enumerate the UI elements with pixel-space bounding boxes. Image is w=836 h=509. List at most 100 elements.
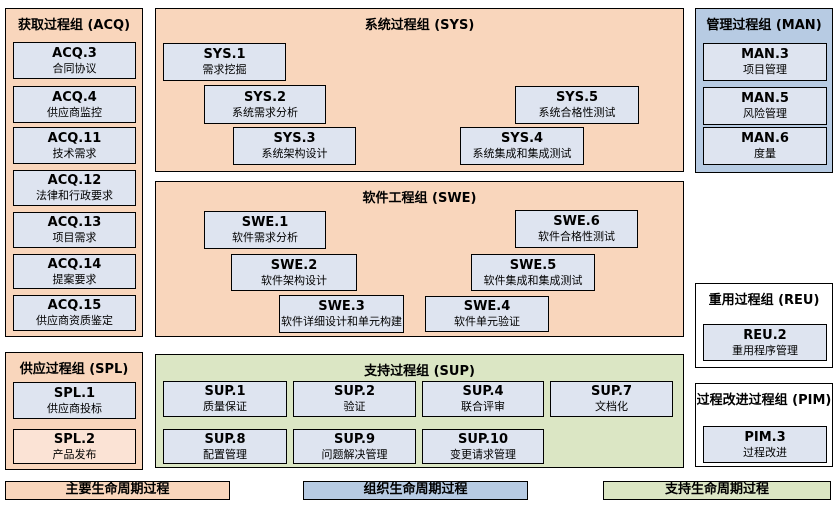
process-id: SYS.2	[243, 89, 287, 105]
process-id: ACQ.11	[47, 130, 102, 146]
process-id: SWE.3	[318, 299, 365, 314]
process-acq-15: ACQ.15 供应商资质鉴定	[13, 295, 136, 331]
process-name: 软件详细设计和单元构建	[281, 315, 402, 329]
process-name: 文档化	[595, 400, 628, 414]
process-swe-5: SWE.5 软件集成和集成测试	[471, 254, 595, 291]
group-sup-title: 支持过程组 (SUP)	[364, 364, 475, 379]
process-name: 系统需求分析	[232, 105, 298, 119]
process-name: 软件架构设计	[261, 273, 327, 287]
process-name: 供应商监控	[47, 105, 102, 119]
group-man: 管理过程组 (MAN) MAN.3 项目管理 MAN.5 风险管理 MAN.6 …	[695, 8, 833, 173]
process-swe-4: SWE.4 软件单元验证	[425, 296, 549, 332]
legend-organizational-lifecycle: 组织生命周期过程	[303, 481, 528, 500]
process-sup-9: SUP.9 问题解决管理	[293, 429, 416, 464]
process-name: 软件合格性测试	[538, 230, 615, 244]
process-sup-2: SUP.2 验证	[293, 381, 416, 417]
process-id: SYS.3	[273, 131, 316, 146]
process-id: SUP.2	[333, 384, 376, 399]
legend-supporting-lifecycle: 支持生命周期过程	[603, 481, 831, 500]
process-id: PIM.3	[744, 429, 786, 445]
process-id: SPL.1	[53, 385, 96, 401]
process-swe-2: SWE.2 软件架构设计	[231, 254, 357, 291]
process-name: 联合评审	[461, 400, 505, 414]
process-id: SUP.7	[590, 384, 633, 399]
process-name: 配置管理	[203, 447, 247, 461]
process-id: SWE.1	[241, 215, 289, 230]
process-id: SUP.1	[204, 384, 246, 399]
process-id: SPL.2	[53, 431, 96, 447]
process-name: 重用程序管理	[732, 343, 798, 357]
process-name: 技术需求	[52, 146, 97, 160]
process-id: SWE.2	[270, 257, 318, 273]
process-name: 软件集成和集成测试	[483, 273, 583, 287]
process-name: 度量	[754, 147, 776, 161]
group-spl-title: 供应过程组 (SPL)	[19, 362, 129, 377]
process-name: 问题解决管理	[321, 447, 388, 461]
process-name: 系统合格性测试	[538, 106, 616, 120]
process-id: SYS.4	[500, 131, 544, 146]
process-name: 法律和行政要求	[36, 189, 113, 203]
process-id: SUP.8	[204, 431, 246, 447]
process-sup-10: SUP.10 变更请求管理	[422, 429, 544, 464]
group-pim-title: 过程改进过程组 (PIM)	[696, 393, 832, 408]
process-name: 过程改进	[743, 445, 787, 459]
process-sup-1: SUP.1 质量保证	[163, 381, 287, 417]
process-name: 系统集成和集成测试	[472, 147, 572, 161]
process-reu-2: REU.2 重用程序管理	[703, 324, 827, 361]
process-id: SWE.5	[509, 257, 557, 273]
process-name: 系统架构设计	[261, 147, 328, 161]
process-sup-7: SUP.7 文档化	[550, 381, 673, 417]
process-name: 软件单元验证	[454, 315, 520, 329]
process-name: 验证	[343, 400, 366, 414]
process-id: SUP.9	[333, 431, 376, 447]
process-sys-4: SYS.4 系统集成和集成测试	[460, 127, 584, 165]
process-id: ACQ.15	[47, 298, 102, 313]
group-sys: 系统过程组 (SYS) SYS.1 需求挖掘 SYS.2 系统需求分析 SYS.…	[155, 8, 684, 172]
process-id: ACQ.12	[47, 173, 102, 188]
process-acq-12: ACQ.12 法律和行政要求	[13, 170, 136, 206]
process-sys-1: SYS.1 需求挖掘	[163, 43, 286, 81]
group-swe-title: 软件工程组 (SWE)	[362, 191, 477, 206]
process-name: 提案要求	[52, 272, 97, 286]
process-id: MAN.5	[741, 91, 789, 106]
process-id: REU.2	[743, 327, 787, 343]
process-swe-6: SWE.6 软件合格性测试	[515, 210, 638, 248]
process-spl-2: SPL.2 产品发布	[13, 429, 136, 464]
process-spl-1: SPL.1 供应商投标	[13, 382, 136, 419]
process-name: 质量保证	[203, 400, 247, 414]
process-acq-13: ACQ.13 项目需求	[13, 212, 136, 248]
process-man-3: MAN.3 项目管理	[703, 43, 827, 81]
process-id: SUP.10	[457, 431, 509, 447]
group-reu: 重用过程组 (REU) REU.2 重用程序管理	[695, 283, 833, 368]
process-id: ACQ.14	[47, 256, 102, 272]
process-name: 产品发布	[52, 447, 97, 461]
process-id: ACQ.13	[47, 215, 102, 230]
process-id: MAN.6	[741, 131, 789, 146]
process-name: 风险管理	[743, 107, 787, 121]
process-name: 供应商资质鉴定	[36, 314, 113, 328]
process-id: SUP.4	[462, 384, 504, 399]
process-name: 变更请求管理	[450, 447, 516, 461]
process-id: SYS.1	[203, 47, 246, 62]
process-sup-4: SUP.4 联合评审	[422, 381, 544, 417]
group-acq: 获取过程组 (ACQ) ACQ.3 合同协议 ACQ.4 供应商监控 ACQ.1…	[5, 8, 143, 337]
process-sys-2: SYS.2 系统需求分析	[204, 85, 326, 124]
process-sys-3: SYS.3 系统架构设计	[233, 127, 356, 165]
process-id: MAN.3	[741, 47, 789, 62]
process-pim-3: PIM.3 过程改进	[703, 426, 827, 463]
group-acq-title: 获取过程组 (ACQ)	[17, 18, 131, 33]
process-swe-1: SWE.1 软件需求分析	[204, 211, 326, 249]
process-name: 项目管理	[743, 63, 787, 77]
group-man-title: 管理过程组 (MAN)	[706, 18, 822, 33]
group-spl: 供应过程组 (SPL) SPL.1 供应商投标 SPL.2 产品发布	[5, 352, 143, 470]
process-id: SWE.6	[553, 214, 600, 229]
group-sup: 支持过程组 (SUP) SUP.1 质量保证 SUP.2 验证 SUP.4 联合…	[155, 354, 684, 468]
process-acq-4: ACQ.4 供应商监控	[13, 86, 136, 123]
group-pim: 过程改进过程组 (PIM) PIM.3 过程改进	[695, 383, 833, 467]
legend-primary-lifecycle: 主要生命周期过程	[5, 481, 230, 500]
group-sys-title: 系统过程组 (SYS)	[364, 18, 475, 33]
process-acq-14: ACQ.14 提案要求	[13, 254, 136, 289]
process-name: 需求挖掘	[202, 63, 247, 77]
process-man-5: MAN.5 风险管理	[703, 87, 827, 125]
